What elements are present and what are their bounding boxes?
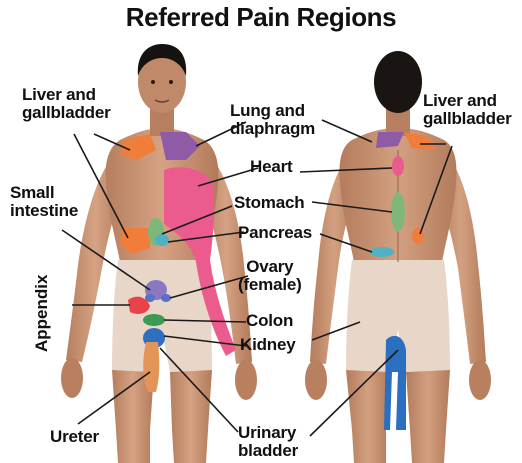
back-bladder-region [384,336,406,430]
front-right-leg [170,370,212,463]
front-ureter-region [143,342,159,392]
label-urinary-bladder: Urinarybladder [238,424,298,460]
label-appendix: Appendix [32,275,52,352]
page-title: Referred Pain Regions [0,2,522,33]
back-stomach-region [391,192,405,232]
back-liver-region [412,228,424,244]
back-heart-region [392,156,404,176]
label-pancreas: Pancreas [238,224,312,242]
label-colon: Colon [246,312,293,330]
label-ureter: Ureter [50,428,99,446]
label-liver-gallbladder-back: Liver andgallbladder [423,92,512,128]
label-small-intestine: Smallintestine [10,184,78,220]
front-pancreas-region [155,234,169,246]
label-liver-gallbladder-front: Liver andgallbladder [22,86,111,122]
label-lung-diaphragm: Lung anddiaphragm [230,102,315,138]
label-ovary: Ovary(female) [238,258,302,294]
label-kidney: Kidney [240,336,295,354]
front-left-hand [61,358,83,398]
label-heart: Heart [250,158,292,176]
front-ovary-right [161,294,171,302]
back-pancreas-region [370,247,394,257]
back-head [374,51,422,113]
front-right-hand [235,360,257,400]
label-stomach: Stomach [234,194,304,212]
front-colon-region [143,314,165,326]
